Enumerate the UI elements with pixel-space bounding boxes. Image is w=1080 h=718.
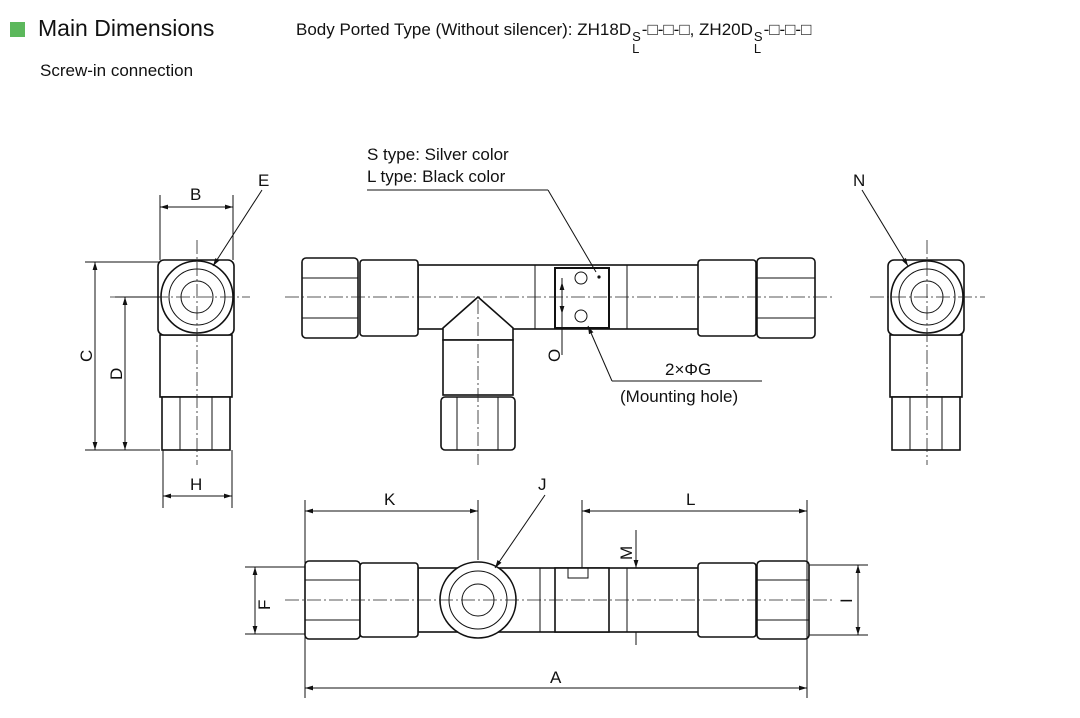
section-marker <box>10 22 25 37</box>
dim-k: K <box>384 490 396 509</box>
dim-d: D <box>107 368 126 380</box>
dim-f: F <box>255 600 274 610</box>
sub-l-2: L <box>753 41 762 56</box>
dim-o: O <box>545 349 564 362</box>
right-side-view: N <box>853 171 985 465</box>
dim-j: J <box>538 475 547 494</box>
dim-l: L <box>686 490 695 509</box>
dim-i: I <box>837 598 856 603</box>
dim-h: H <box>190 475 202 494</box>
note-s-type: S type: Silver color <box>367 145 509 164</box>
front-view: O S type: Silver color L type: Black col… <box>285 145 835 465</box>
left-side-view: B E C D H <box>77 171 269 508</box>
sub-l: L <box>632 41 640 56</box>
dim-e: E <box>258 171 269 190</box>
bottom-view: K L A J F I M <box>245 475 868 698</box>
note-hole-count: 2×ΦG <box>665 360 711 379</box>
sup-s: S <box>632 29 641 44</box>
section-title: Main Dimensions <box>38 15 215 41</box>
dim-n: N <box>853 171 865 190</box>
dim-c: C <box>77 350 96 362</box>
model-prefix: Body Ported Type (Without silencer): <box>296 20 578 39</box>
model-1: ZH18D <box>577 20 632 39</box>
note-l-type: L type: Black color <box>367 167 506 186</box>
model-2: ZH20D <box>699 20 753 39</box>
dim-a: A <box>550 668 562 687</box>
suffix-1: -□-□-□, <box>641 20 700 39</box>
dim-m: M <box>617 546 636 560</box>
suffix-2: -□-□-□ <box>763 20 812 39</box>
section-subtitle: Screw-in connection <box>40 61 194 80</box>
dim-b: B <box>190 185 201 204</box>
note-hole-label: (Mounting hole) <box>620 387 738 406</box>
sup-s-2: S <box>753 29 763 44</box>
model-line: Body Ported Type (Without silencer): ZH1… <box>296 20 811 55</box>
